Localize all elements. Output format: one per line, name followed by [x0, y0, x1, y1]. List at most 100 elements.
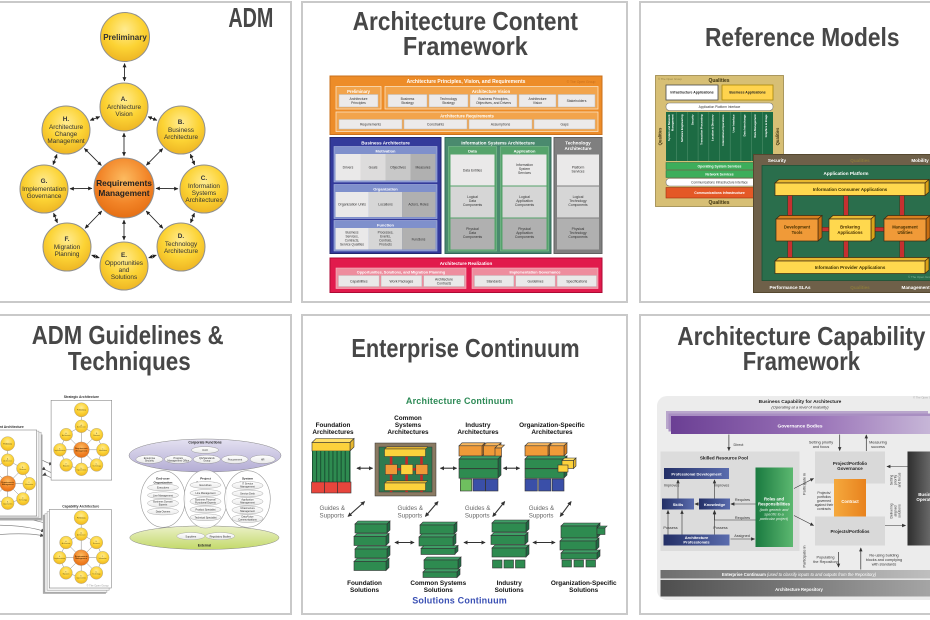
svg-text:Software Engineering: Software Engineering	[680, 114, 684, 142]
svg-text:Network Services: Network Services	[705, 172, 733, 176]
svg-text:Architecture Continuum: Architecture Continuum	[406, 396, 513, 406]
svg-text:with standards: with standards	[872, 563, 897, 567]
svg-text:© The Open Group: © The Open Group	[913, 396, 930, 400]
svg-text:Stakeholders: Stakeholders	[567, 99, 587, 103]
svg-text:H.: H.	[63, 116, 70, 123]
svg-text:Architectures: Architectures	[531, 429, 573, 436]
svg-text:Corporate Functions: Corporate Functions	[188, 441, 221, 445]
svg-text:External: External	[198, 544, 211, 548]
svg-text:Architectures: Architectures	[387, 429, 429, 436]
svg-text:Solutions: Solutions	[424, 587, 454, 594]
svg-text:Application: Application	[514, 148, 536, 153]
svg-text:Contracts,: Contracts,	[345, 239, 360, 243]
svg-text:Line Management: Line Management	[195, 492, 215, 495]
svg-text:Common: Common	[394, 415, 422, 422]
svg-text:and: and	[119, 267, 130, 274]
svg-text:Logical: Logical	[573, 195, 584, 199]
svg-text:Location & Directory: Location & Directory	[710, 114, 714, 141]
svg-text:contracts: contracts	[817, 507, 831, 511]
svg-text:Management Office: Management Office	[167, 460, 189, 463]
svg-text:Architecture: Architecture	[164, 134, 199, 141]
svg-text:Industry: Industry	[497, 580, 523, 587]
svg-text:Management Policy: Management Policy	[902, 285, 930, 290]
svg-text:Service Qualities: Service Qualities	[340, 243, 364, 247]
svg-text:Setting priority: Setting priority	[809, 441, 833, 445]
svg-text:Roles and: Roles and	[764, 497, 784, 502]
svg-text:Security: Security	[691, 114, 695, 125]
svg-text:Delivering: Delivering	[890, 503, 894, 518]
svg-text:Infrastructure Applications: Infrastructure Applications	[670, 91, 713, 95]
svg-text:Solutions Continuum: Solutions Continuum	[412, 596, 507, 606]
svg-text:Business Principles,: Business Principles,	[478, 97, 508, 101]
svg-text:Change: Change	[55, 131, 78, 138]
svg-text:Implementation: Implementation	[22, 186, 66, 193]
svg-text:Security: Security	[768, 158, 787, 163]
svg-text:C.: C.	[201, 175, 208, 182]
svg-text:Populating: Populating	[817, 556, 835, 560]
svg-text:Preliminary: Preliminary	[347, 89, 370, 94]
svg-text:and focus: and focus	[898, 472, 902, 487]
svg-text:Organization Units: Organization Units	[338, 203, 366, 207]
svg-text:Operations: Operations	[916, 497, 930, 502]
svg-text:Governance: Governance	[27, 193, 62, 200]
svg-text:Business Domain: Business Domain	[153, 501, 173, 504]
svg-text:Knowledge: Knowledge	[704, 502, 726, 507]
svg-text:Information: Information	[516, 163, 533, 167]
svg-text:Organization: Organization	[154, 480, 173, 484]
svg-text:Management: Management	[98, 188, 149, 198]
svg-text:Principles: Principles	[351, 101, 366, 105]
svg-text:Guides &: Guides &	[398, 505, 424, 512]
svg-text:Data Entities: Data Entities	[463, 169, 483, 173]
svg-text:Suppliers: Suppliers	[185, 534, 197, 538]
svg-text:Data Interchange: Data Interchange	[742, 114, 746, 136]
svg-text:Technology: Technology	[165, 241, 198, 248]
svg-text:Architecture: Architecture	[107, 104, 142, 111]
svg-text:Architecture Repository: Architecture Repository	[775, 587, 823, 592]
svg-text:Procurement: Procurement	[228, 458, 243, 461]
svg-text:Guides &: Guides &	[320, 505, 346, 512]
svg-text:aligned: aligned	[894, 505, 898, 516]
svg-text:Organization-Specific: Organization-Specific	[519, 422, 585, 429]
svg-text:Participate in: Participate in	[803, 546, 807, 568]
svg-text:Communications: Communications	[238, 519, 257, 522]
svg-text:Opportunities, Solutions, and: Opportunities, Solutions, and Migration …	[357, 271, 446, 275]
svg-text:blocks and complying: blocks and complying	[866, 558, 902, 562]
svg-text:Assumptions: Assumptions	[491, 123, 511, 127]
svg-text:Strategic Architecture: Strategic Architecture	[64, 395, 99, 399]
svg-text:Contract: Contract	[841, 499, 859, 504]
svg-text:Guidelines: Guidelines	[527, 279, 543, 283]
svg-text:Responsibilities: Responsibilities	[758, 502, 791, 507]
svg-text:Solutions: Solutions	[350, 587, 380, 594]
svg-text:Project: Project	[200, 477, 211, 481]
svg-text:Gaps: Gaps	[560, 123, 568, 127]
svg-text:(both generic and: (both generic and	[760, 508, 790, 512]
svg-text:Mobility: Mobility	[911, 158, 929, 163]
svg-text:Migration: Migration	[54, 244, 81, 251]
svg-text:QA/Standards: QA/Standards	[199, 457, 215, 460]
svg-text:System: System	[242, 477, 253, 481]
svg-text:Preliminary: Preliminary	[103, 33, 147, 42]
svg-text:Infrastructure: Infrastructure	[240, 507, 255, 510]
svg-text:E.: E.	[121, 252, 127, 259]
svg-text:Skills: Skills	[673, 502, 684, 507]
svg-text:Strategy: Strategy	[442, 101, 455, 105]
svg-text:governed: governed	[817, 499, 831, 503]
svg-text:Security: Security	[145, 460, 155, 463]
svg-text:and focus: and focus	[813, 445, 830, 449]
svg-text:Foundation: Foundation	[316, 422, 351, 429]
svg-text:Application Platform: Application Platform	[824, 171, 869, 176]
svg-text:Program: Program	[174, 457, 184, 460]
svg-text:Data: Data	[469, 199, 476, 203]
svg-text:Requirements: Requirements	[360, 123, 381, 127]
svg-text:Re-using building: Re-using building	[869, 554, 898, 558]
svg-text:End-user: End-user	[156, 477, 170, 481]
svg-text:priority: priority	[894, 475, 898, 485]
svg-text:Application Platform Interface: Application Platform Interface	[699, 105, 741, 109]
svg-text:Architectures: Architectures	[457, 429, 499, 436]
svg-text:success: success	[871, 445, 885, 449]
svg-text:Guides &: Guides &	[529, 505, 555, 512]
svg-text:Logical: Logical	[467, 195, 478, 199]
svg-text:Requires: Requires	[735, 516, 750, 520]
svg-text:solutions: solutions	[898, 504, 902, 518]
svg-text:Possess: Possess	[713, 526, 727, 530]
